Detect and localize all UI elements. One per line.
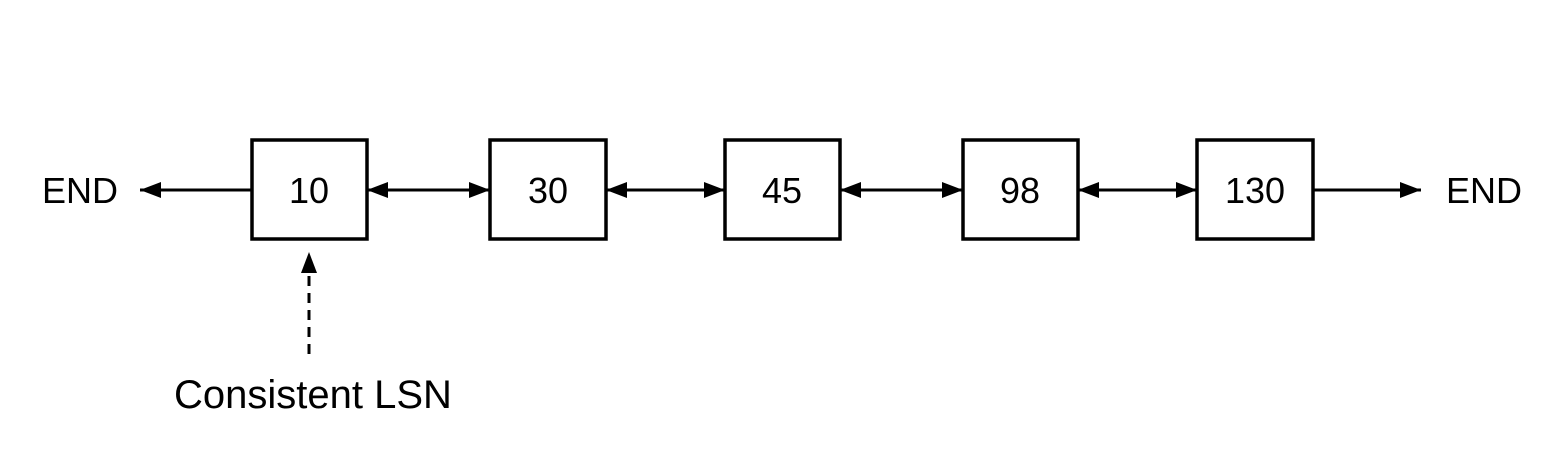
node-box-30 bbox=[488, 138, 608, 241]
end-label-right: END bbox=[1446, 170, 1522, 211]
consistent-lsn-label: Consistent LSN bbox=[174, 373, 452, 417]
node-value: 98 bbox=[1000, 170, 1040, 211]
node-value: 10 bbox=[289, 170, 329, 211]
node-box-10 bbox=[250, 138, 369, 241]
node-box-98 bbox=[961, 138, 1080, 241]
end-label-left: END bbox=[42, 170, 118, 211]
node-value: 130 bbox=[1225, 170, 1285, 211]
node-value: 45 bbox=[762, 170, 802, 211]
node-value: 30 bbox=[528, 170, 568, 211]
node-box-45 bbox=[723, 138, 842, 241]
node-box-130 bbox=[1195, 138, 1315, 241]
